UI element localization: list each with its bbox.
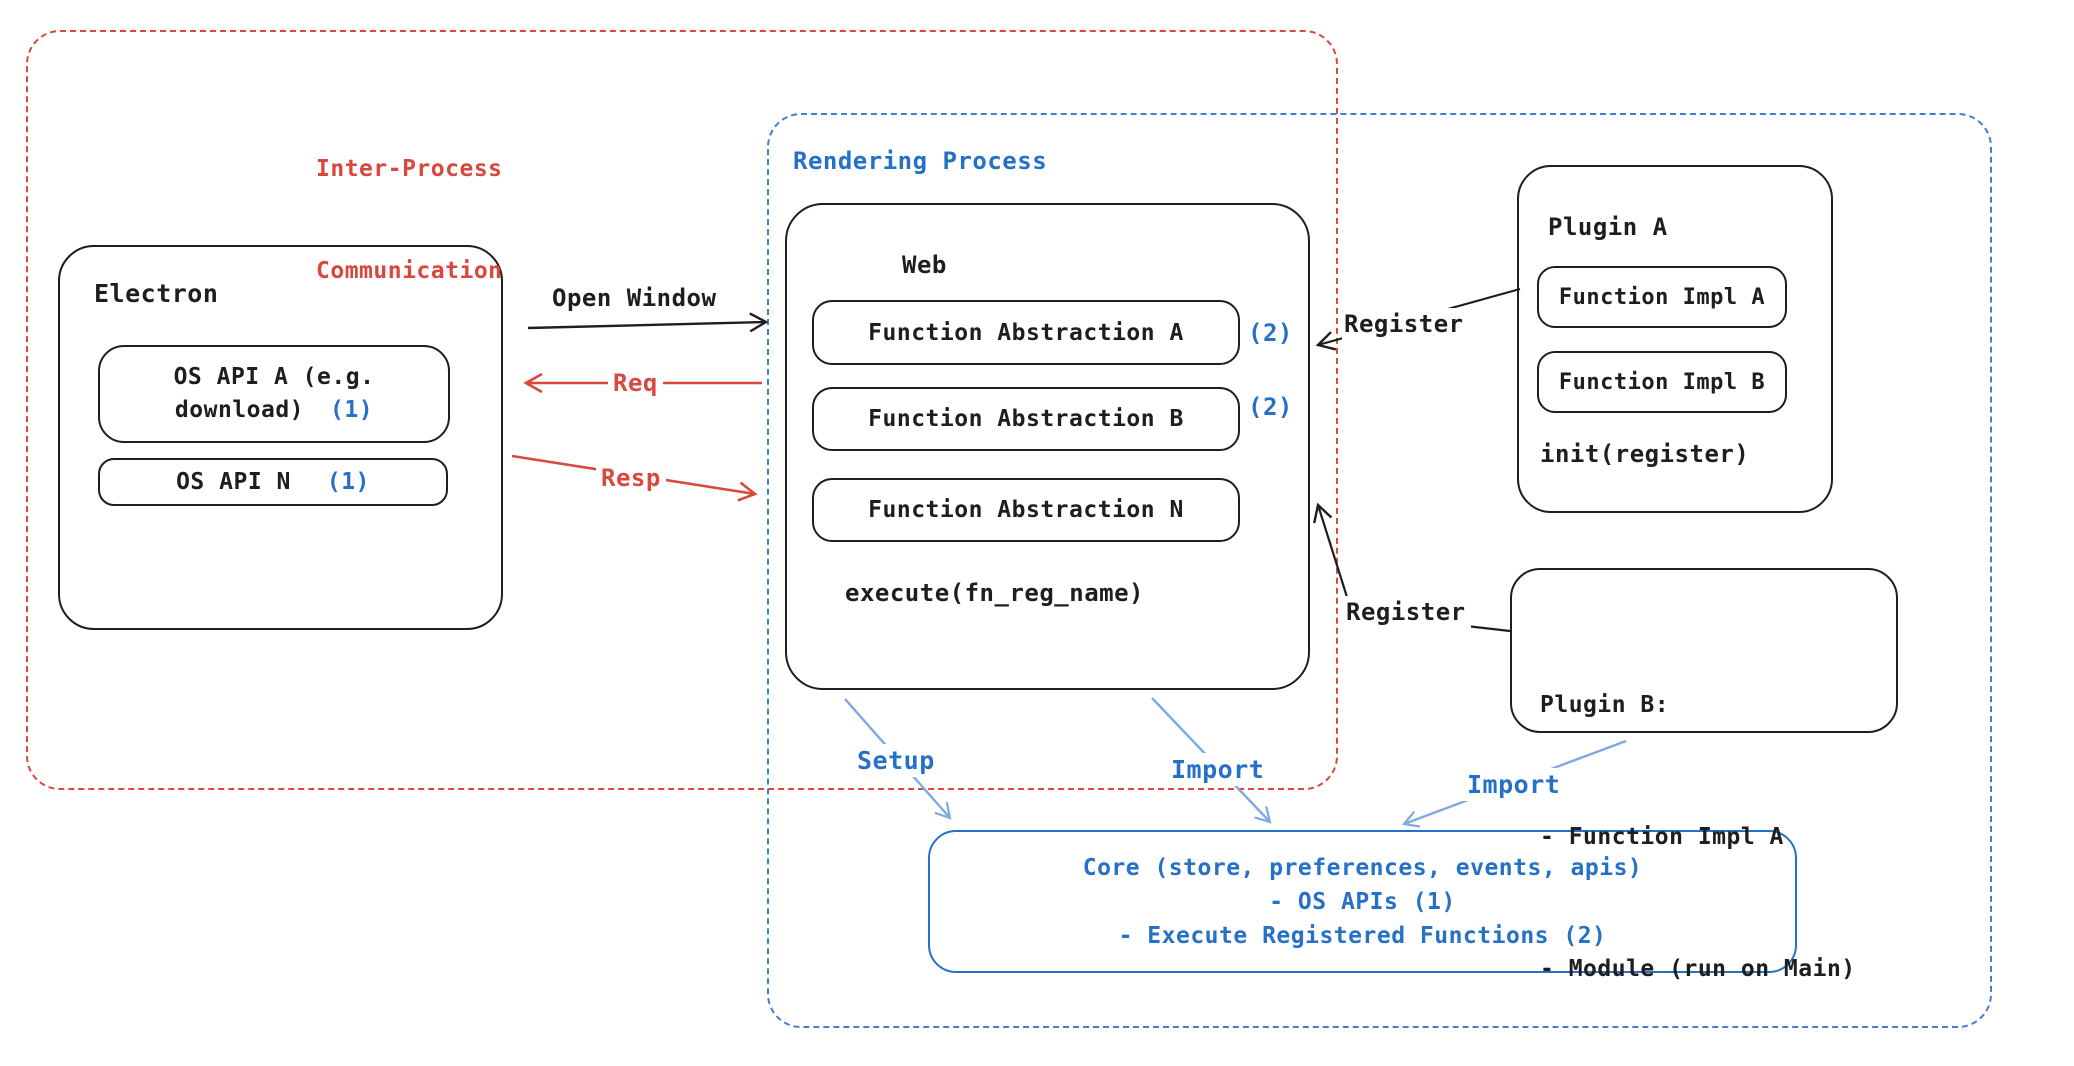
plugin-b-item-1: - Function Impl A	[1540, 824, 1784, 850]
function-abstraction-b-badge: (2)	[1248, 393, 1293, 421]
function-abstraction-a-label: Function Abstraction A	[868, 319, 1184, 346]
execute-label: execute(fn_reg_name)	[845, 579, 1144, 607]
plugin-b-text: Plugin B: - Function Impl A - Module (ru…	[1540, 595, 1856, 1066]
init-register-label: init(register)	[1540, 440, 1750, 468]
os-api-a-badge: (1)	[330, 397, 374, 423]
function-impl-a-box: Function Impl A	[1537, 266, 1787, 328]
open-window-label: Open Window	[552, 284, 717, 312]
web-title: Web	[902, 251, 947, 279]
os-api-a-box: OS API A (e.g. download) (1)	[98, 345, 450, 443]
req-label: Req	[608, 367, 663, 399]
function-impl-b-label: Function Impl B	[1558, 369, 1766, 395]
ipc-group-box	[26, 30, 1338, 790]
function-abstraction-b-label: Function Abstraction B	[868, 406, 1184, 432]
function-impl-a-label: Function Impl A	[1558, 284, 1766, 310]
function-abstraction-b-box: Function Abstraction B	[812, 387, 1240, 451]
register-label-2: Register	[1344, 596, 1471, 628]
os-api-n-label: OS API N	[176, 469, 291, 495]
os-api-a-label-line1: OS API A (e.g.	[173, 364, 375, 390]
setup-label: Setup	[852, 744, 940, 778]
ipc-group-label-line1: Inter-Process	[316, 156, 503, 182]
rendering-group-label: Rendering Process	[793, 147, 1048, 175]
plugin-b-box	[1510, 568, 1898, 733]
rendering-group-box	[767, 113, 1992, 1028]
plugin-a-box	[1517, 165, 1833, 513]
function-abstraction-n-label: Function Abstraction N	[868, 497, 1184, 523]
function-impl-b-box: Function Impl B	[1537, 351, 1787, 413]
import-label-2: Import	[1462, 768, 1566, 802]
ipc-group-label-line2: Communication	[316, 258, 503, 284]
core-line-3: - Execute Registered Functions (2)	[1118, 922, 1607, 949]
function-abstraction-n-box: Function Abstraction N	[812, 478, 1240, 542]
function-abstraction-a-box: Function Abstraction A	[812, 300, 1240, 365]
os-api-a-label-line2: download)	[174, 397, 305, 423]
core-line-1: Core (store, preferences, events, apis)	[1082, 854, 1643, 881]
import-label-1: Import	[1166, 753, 1270, 787]
os-api-n-badge: (1)	[326, 469, 370, 495]
function-abstraction-a-badge: (2)	[1248, 319, 1293, 347]
ipc-group-label: Inter-Process Communication	[316, 84, 503, 356]
core-line-2: - OS APIs (1)	[1269, 888, 1456, 915]
electron-title: Electron	[94, 279, 219, 308]
plugin-b-item-2: - Module (run on Main)	[1540, 956, 1856, 982]
plugin-b-title: Plugin B:	[1540, 692, 1670, 718]
register-label-1: Register	[1342, 308, 1469, 340]
plugin-a-title: Plugin A	[1548, 213, 1668, 241]
os-api-n-box: OS API N (1)	[98, 458, 448, 506]
core-box: Core (store, preferences, events, apis) …	[928, 830, 1797, 973]
open-window-arrow	[527, 312, 769, 333]
resp-label: Resp	[596, 462, 666, 494]
